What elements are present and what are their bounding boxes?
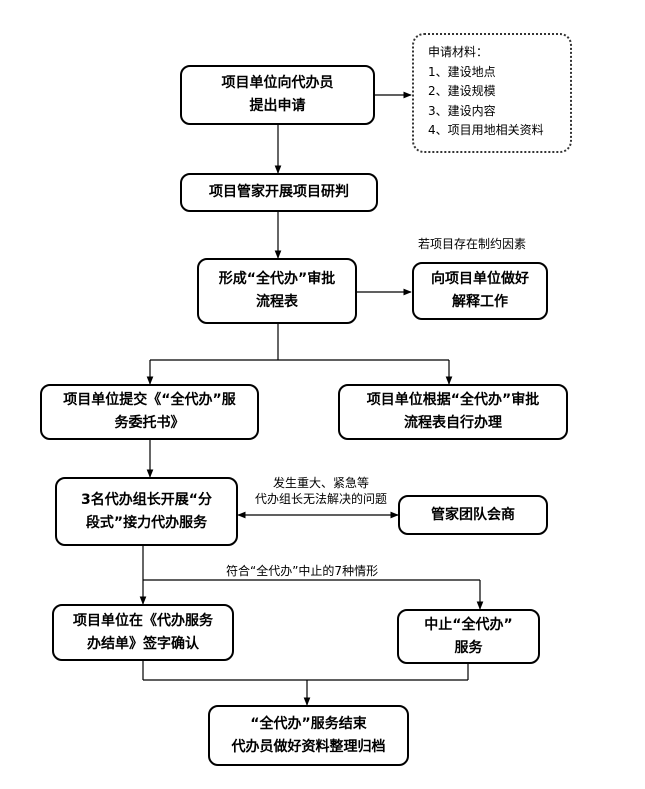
node-confirm: 项目单位在《代办服务 办结单》签字确认 bbox=[52, 604, 234, 661]
node-team: 管家团队会商 bbox=[398, 495, 548, 535]
node-apply: 项目单位向代办员 提出申请 bbox=[180, 65, 375, 125]
node-end: “全代办”服务结束 代办员做好资料整理归档 bbox=[208, 705, 409, 766]
node-stop: 中止“全代办” 服务 bbox=[397, 609, 540, 664]
node-research: 项目管家开展项目研判 bbox=[180, 173, 378, 212]
materials-item: 1、建设地点 bbox=[428, 64, 496, 79]
node-self: 项目单位根据“全代办”审批 流程表自行办理 bbox=[338, 384, 568, 440]
label-seven-cases: 符合“全代办”中止的7种情形 bbox=[226, 564, 379, 578]
node-relay: 3名代办组长开展“分 段式”接力代办服务 bbox=[55, 477, 238, 546]
node-explain: 向项目单位做好 解释工作 bbox=[412, 262, 548, 320]
materials-title: 申请材料： bbox=[428, 45, 489, 59]
label-constraint: 若项目存在制约因素 bbox=[418, 237, 527, 251]
materials-note: 申请材料： 1、建设地点 2、建设规模 3、建设内容 4、项目用地相关资料 bbox=[412, 33, 572, 153]
node-submit: 项目单位提交《“全代办”服 务委托书》 bbox=[40, 384, 259, 440]
node-form: 形成“全代办”审批 流程表 bbox=[197, 258, 357, 324]
materials-item: 4、项目用地相关资料 bbox=[428, 123, 544, 137]
label-major-issue: 发生重大、紧急等 代办组长无法解决的问题 bbox=[254, 476, 387, 506]
materials-item: 3、建设内容 bbox=[428, 103, 496, 118]
materials-item: 2、建设规模 bbox=[428, 84, 496, 98]
